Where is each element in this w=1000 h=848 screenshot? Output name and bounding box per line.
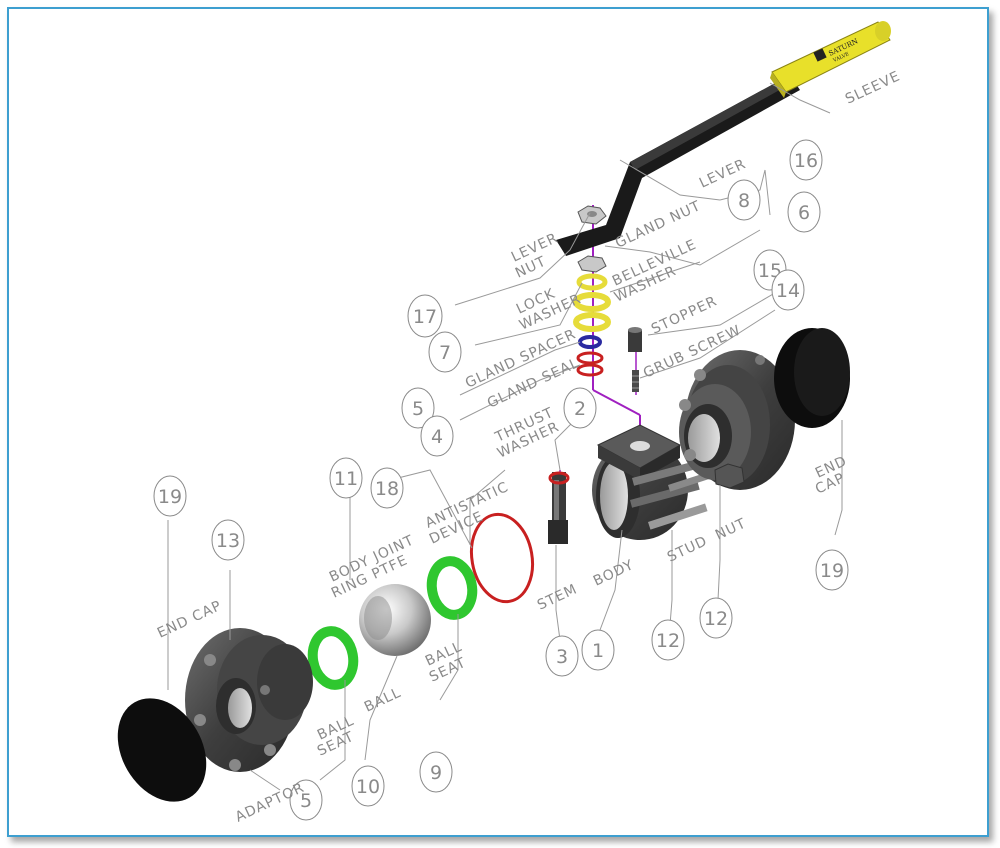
bubble-13: 13 [216, 530, 240, 552]
body-joint-ring [469, 512, 535, 604]
lever-nut [577, 205, 607, 225]
bubble-6: 6 [798, 202, 810, 224]
bubble-2: 2 [574, 398, 586, 420]
bubble-17: 17 [413, 306, 437, 328]
gland-nut [577, 255, 607, 273]
bubble-12-a: 12 [656, 630, 680, 652]
bubble-12-b: 12 [704, 608, 728, 630]
nut [714, 463, 745, 489]
sleeve: SATURN VALVE [770, 21, 891, 98]
bubble-14: 14 [776, 280, 800, 302]
gland-seal [576, 351, 604, 377]
label-sleeve: SLEEVE [843, 68, 903, 107]
bubble-1: 1 [592, 640, 604, 662]
grub-screw [632, 370, 639, 392]
bubble-19-left: 19 [158, 486, 182, 508]
left-adaptor [185, 628, 313, 772]
right-end-cap [774, 328, 850, 428]
bubble-3: 3 [556, 646, 568, 668]
bubble-10: 10 [356, 776, 380, 798]
saturn-logo-icon [813, 48, 827, 62]
right-adaptor [679, 350, 795, 490]
ball [359, 584, 431, 656]
label-stem: STEM [535, 581, 580, 613]
ball-seat-right [426, 556, 478, 620]
lever [556, 75, 800, 256]
bubble-7: 7 [439, 342, 451, 364]
left-end-cap [117, 698, 207, 802]
bubble-8: 8 [738, 190, 750, 212]
lock-washer [576, 273, 608, 291]
belleville-washer [573, 292, 611, 332]
label-end-cap-left: END CAP [155, 598, 225, 642]
bubble-5-bottom: 5 [300, 790, 312, 812]
bubble-18: 18 [375, 478, 399, 500]
label-nut: NUT [713, 515, 749, 543]
label-body: BODY [591, 557, 637, 590]
bubble-16: 16 [794, 150, 818, 172]
bubble-9: 9 [430, 762, 442, 784]
gland-spacer [578, 335, 602, 349]
stem [548, 472, 568, 544]
valve-body [592, 424, 702, 540]
bubble-19-right: 19 [820, 560, 844, 582]
bubble-5: 5 [412, 398, 424, 420]
thrust-washer [548, 471, 570, 485]
label-stopper: STOPPER [649, 293, 720, 337]
bubble-4: 4 [431, 426, 443, 448]
bubble-11: 11 [334, 468, 358, 490]
ball-seat-left [307, 626, 359, 690]
stopper [628, 327, 642, 352]
number-bubbles: 16 8 6 1 5 14 17 7 5 4 2 11 18 19 13 19 3… [153, 139, 849, 821]
